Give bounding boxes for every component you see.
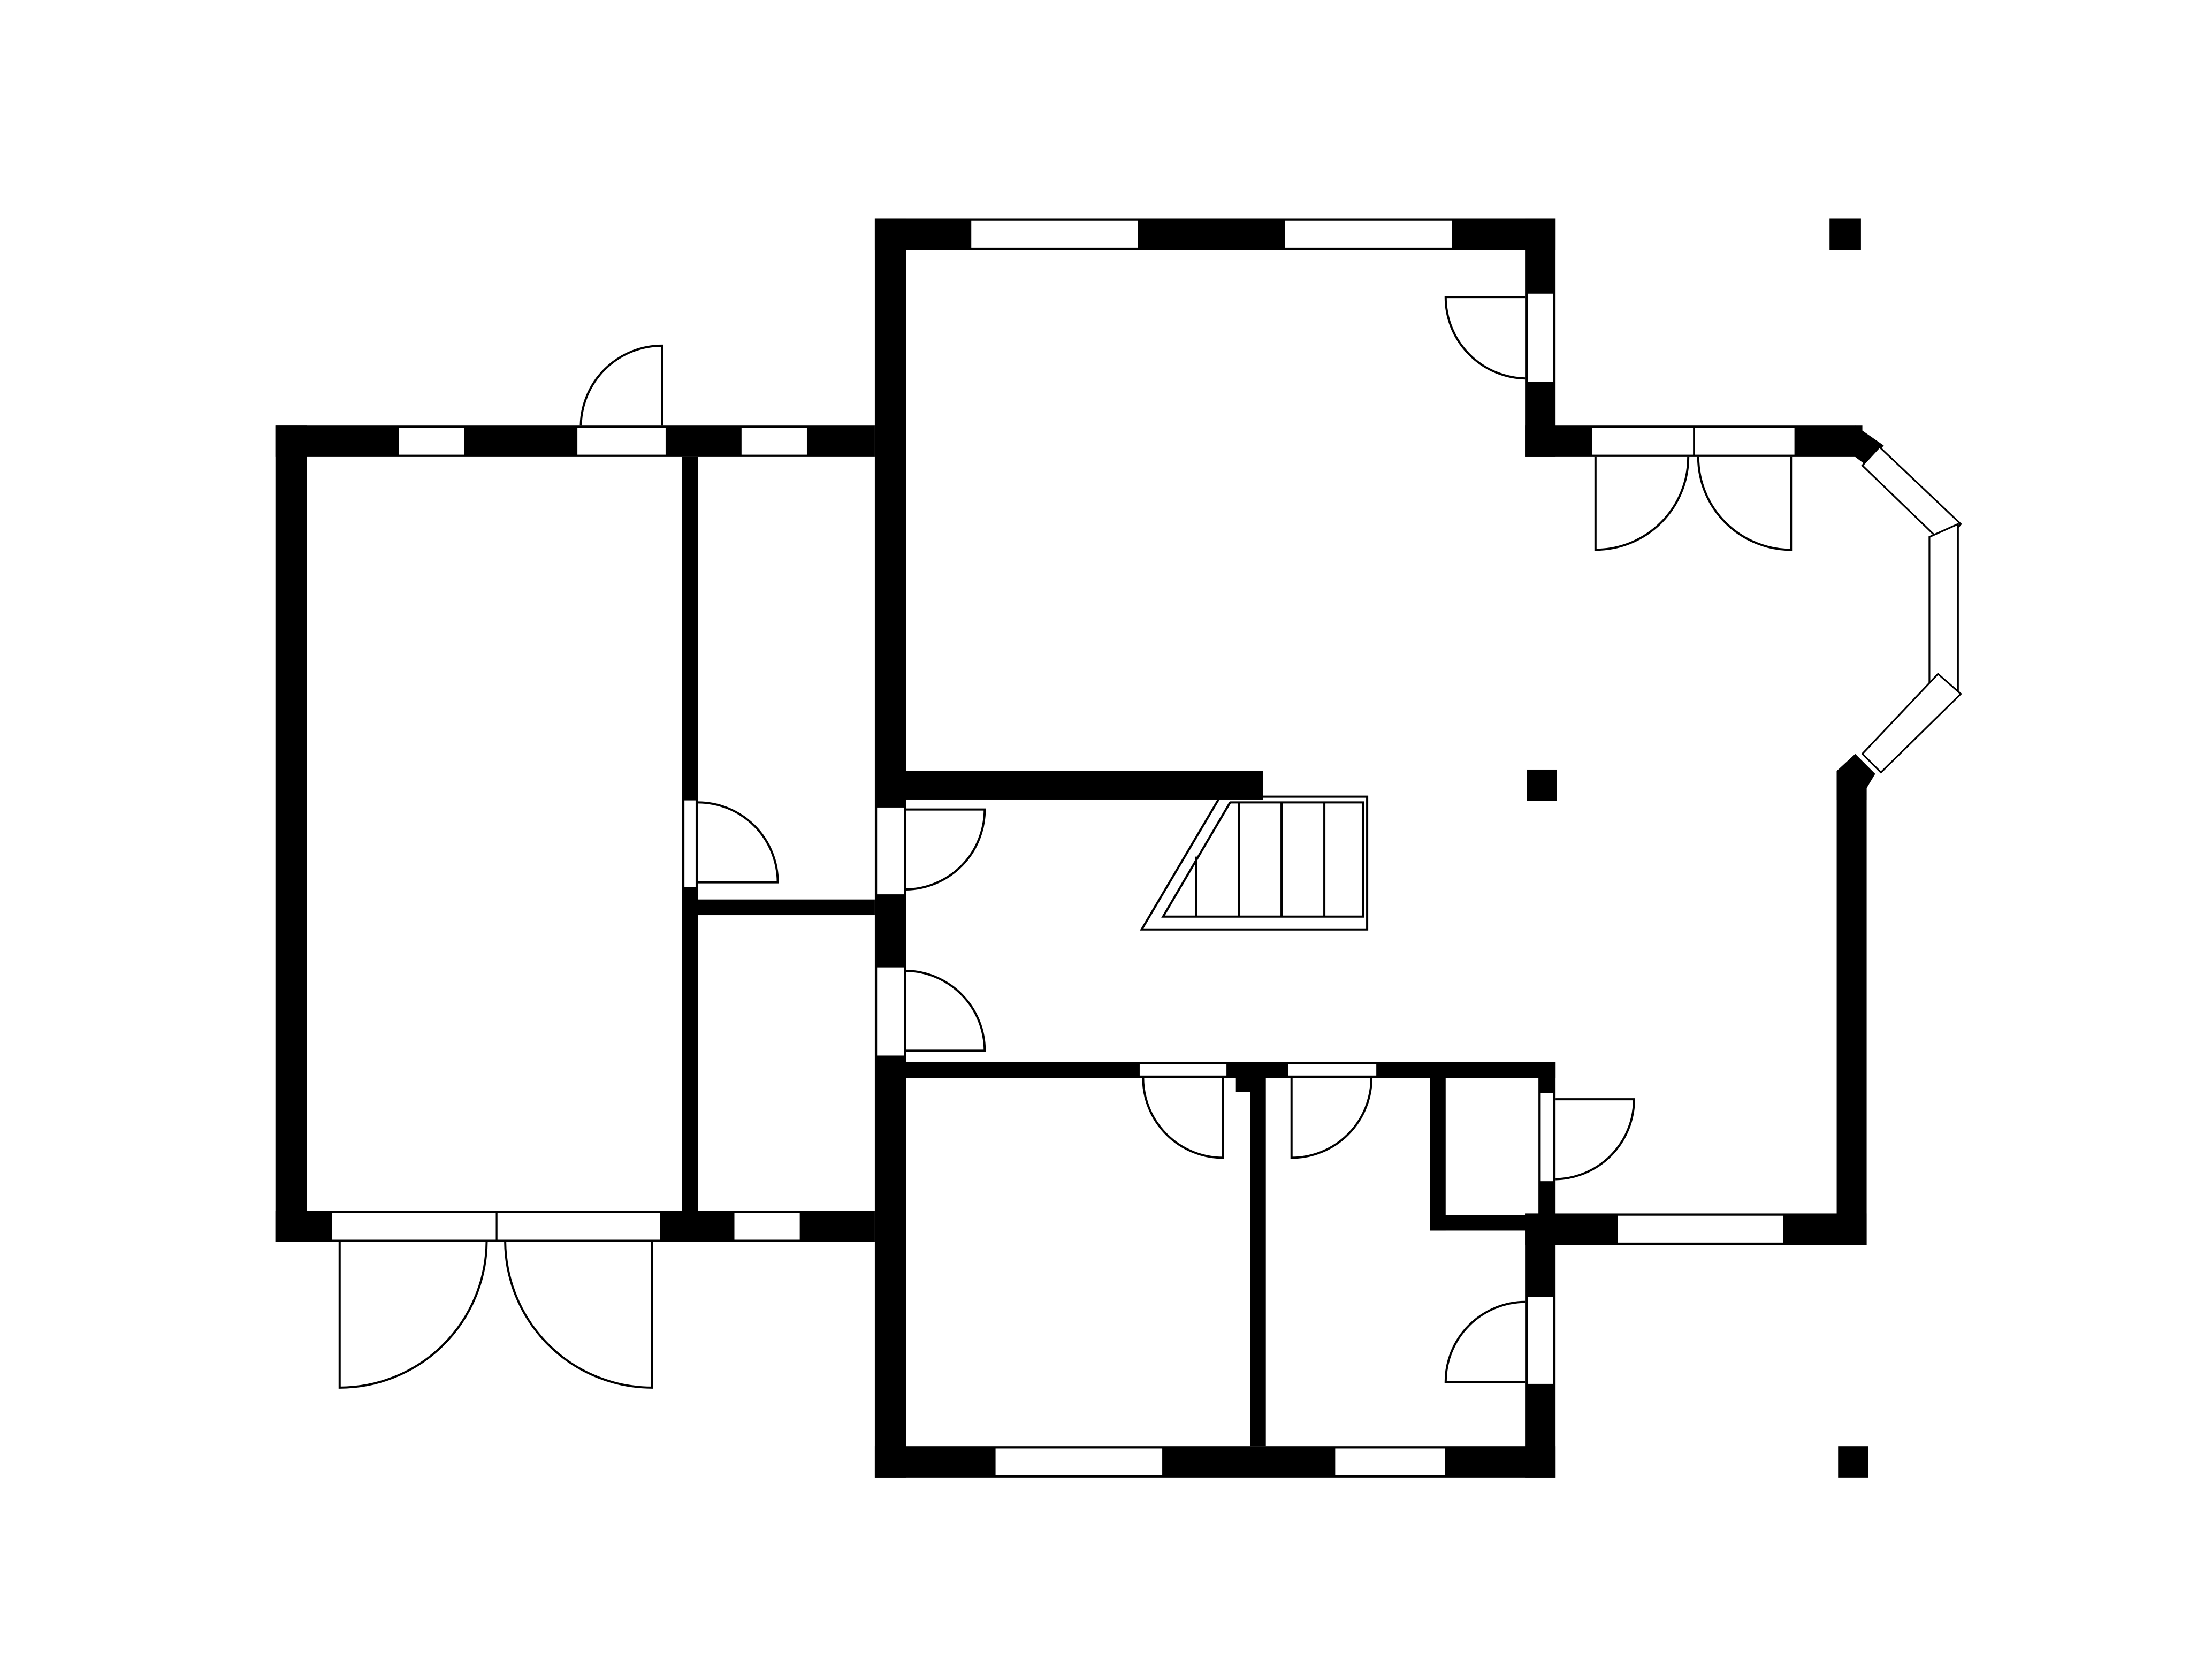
doors [338,296,1793,1389]
windows [330,219,1962,1477]
column [1829,218,1861,250]
column [1527,769,1557,801]
walls [275,218,1884,1478]
column [1838,1446,1868,1478]
columns [1527,218,1868,1478]
staircase [1140,795,1369,931]
